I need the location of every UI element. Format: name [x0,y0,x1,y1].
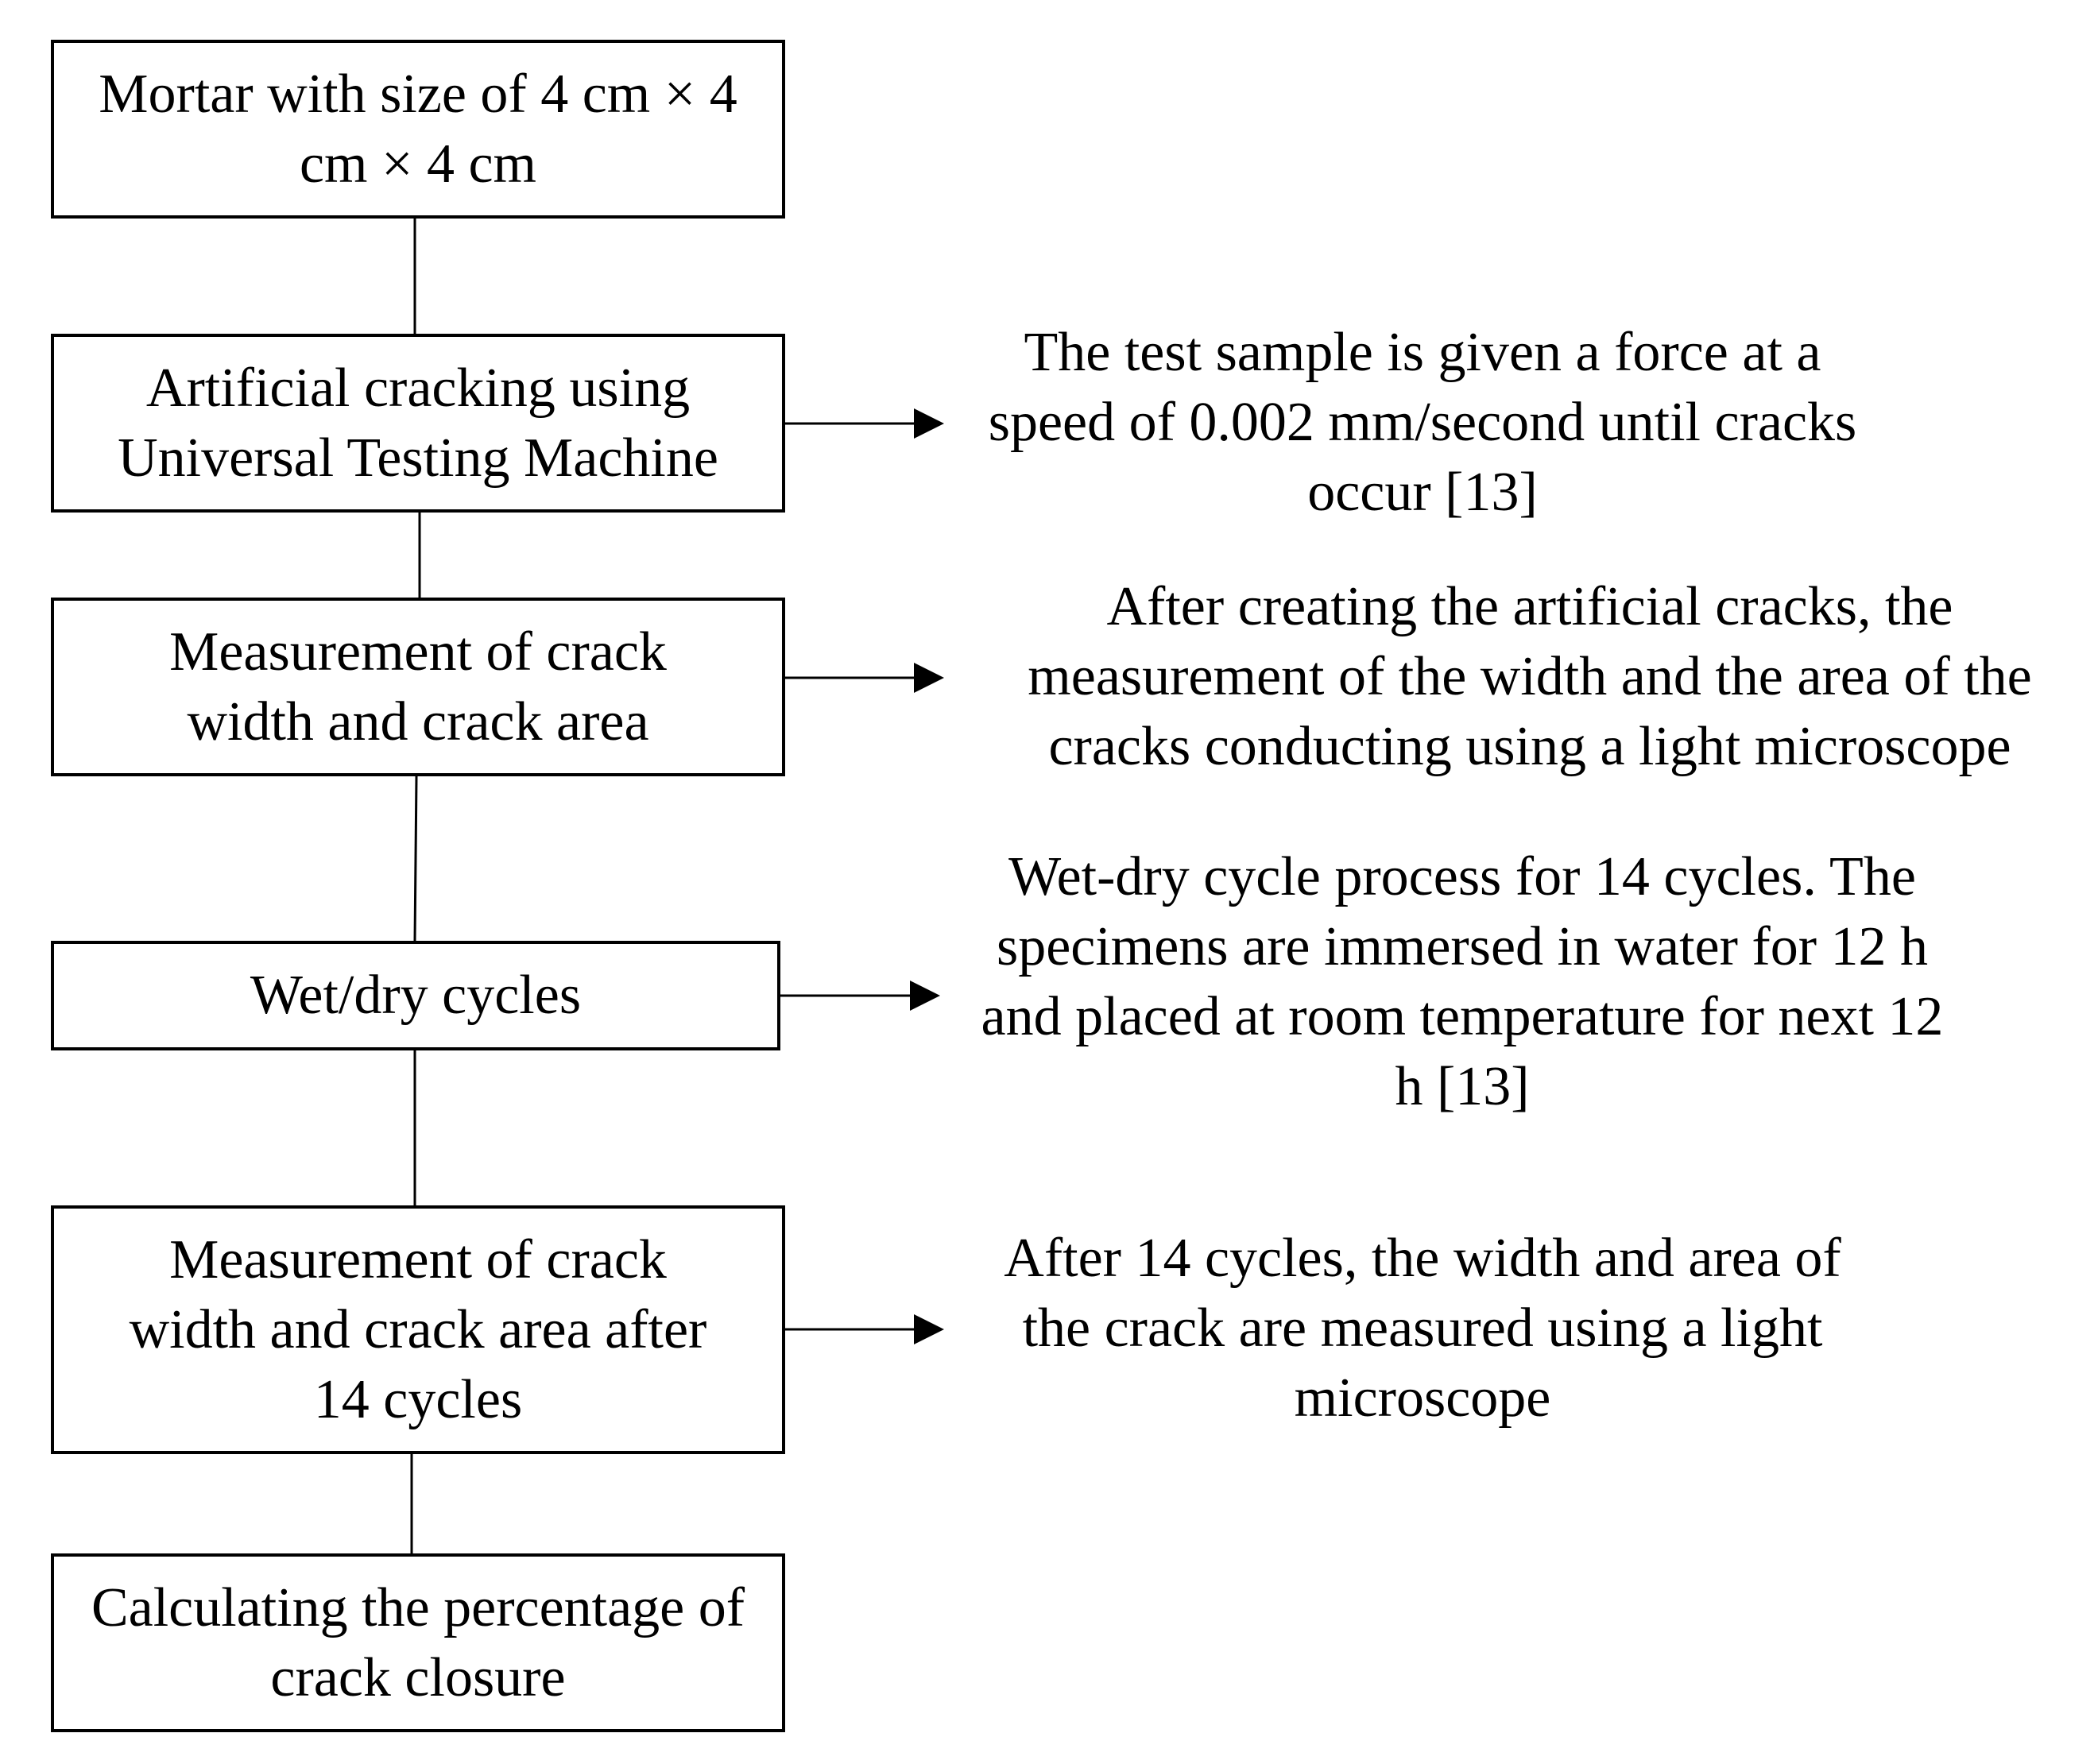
step-box-mortar-size: Mortar with size of 4 cm × 4 cm × 4 cm [51,40,785,219]
step-box-crack-measurement: Measurement of crack width and crack are… [51,598,785,776]
note-crack-measurement-after-cycles: After 14 cycles, the width and area of t… [1004,1228,1841,1429]
note-artificial-cracking: The test sample is given a force at a sp… [988,322,1857,523]
step-box-artificial-cracking: Artificial cracking using Universal Test… [51,334,785,513]
note-wet-dry-cycles: Wet-dry cycle process for 14 cycles. The… [981,846,1944,1117]
arrow-step-3-to-note [785,663,944,693]
arrow-step-4-to-note [780,981,940,1011]
step-label-crack-measurement: Measurement of crack width and crack are… [169,621,667,752]
connector-step-3-to-4 [413,776,418,942]
step-label-artificial-cracking: Artificial cracking using Universal Test… [118,357,718,489]
step-box-crack-measurement-after-cycles: Measurement of crack width and crack are… [51,1205,785,1454]
arrow-step-5-to-note [785,1314,944,1344]
arrow-step-2-to-note [785,408,944,439]
step-label-wet-dry-cycles: Wet/dry cycles [250,965,582,1026]
step-label-crack-measurement-after-cycles: Measurement of crack width and crack are… [129,1228,707,1430]
note-crack-measurement: After creating the artificial cracks, th… [1028,576,2032,777]
step-label-crack-closure-percentage: Calculating the percentage of crack clos… [91,1576,745,1708]
step-label-mortar-size: Mortar with size of 4 cm × 4 cm × 4 cm [99,63,737,195]
step-box-crack-closure-percentage: Calculating the percentage of crack clos… [51,1553,785,1732]
step-box-wet-dry-cycles: Wet/dry cycles [51,941,780,1050]
